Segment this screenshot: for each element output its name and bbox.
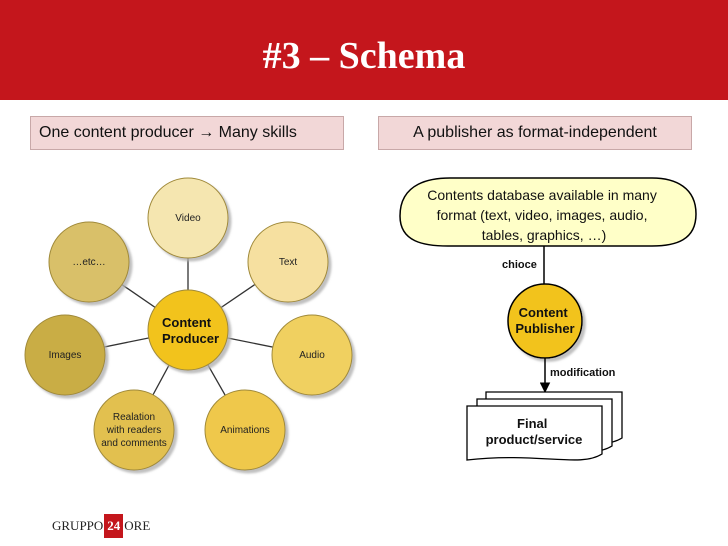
- final-product-documents: [466, 391, 623, 461]
- skill-label-video: Video: [175, 213, 201, 224]
- modification-label: modification: [550, 367, 616, 379]
- skill-node-text: [247, 221, 329, 303]
- choice-label: chioce: [502, 259, 537, 271]
- final-product-label: Final product/service: [486, 416, 583, 447]
- skill-label-text: Text: [279, 257, 298, 268]
- skill-node-etc: [48, 221, 130, 303]
- skill-node-images: [24, 314, 106, 396]
- database-text: Contents database available in many form…: [427, 187, 660, 243]
- page-title: #3 – Schema: [262, 35, 466, 77]
- skill-label-audio: Audio: [299, 350, 325, 361]
- right-subheader: A publisher as format-independent: [378, 116, 692, 150]
- skill-label-etc: …etc…: [72, 257, 105, 268]
- skill-label-animations: Animations: [220, 425, 269, 436]
- left-subheader: One content producer → Many skills: [30, 116, 344, 150]
- publisher-diagram: Contents database available in many form…: [399, 177, 697, 461]
- skill-node-video: [147, 177, 229, 259]
- publisher-label: Content Publisher: [515, 305, 574, 336]
- skill-node-audio: [271, 314, 353, 396]
- database-node: [399, 177, 697, 247]
- center-node: [147, 289, 229, 371]
- skill-label-images: Images: [49, 350, 82, 361]
- header-band: [0, 0, 728, 100]
- skill-node-relation: [93, 389, 175, 471]
- skill-node-animations: [204, 389, 286, 471]
